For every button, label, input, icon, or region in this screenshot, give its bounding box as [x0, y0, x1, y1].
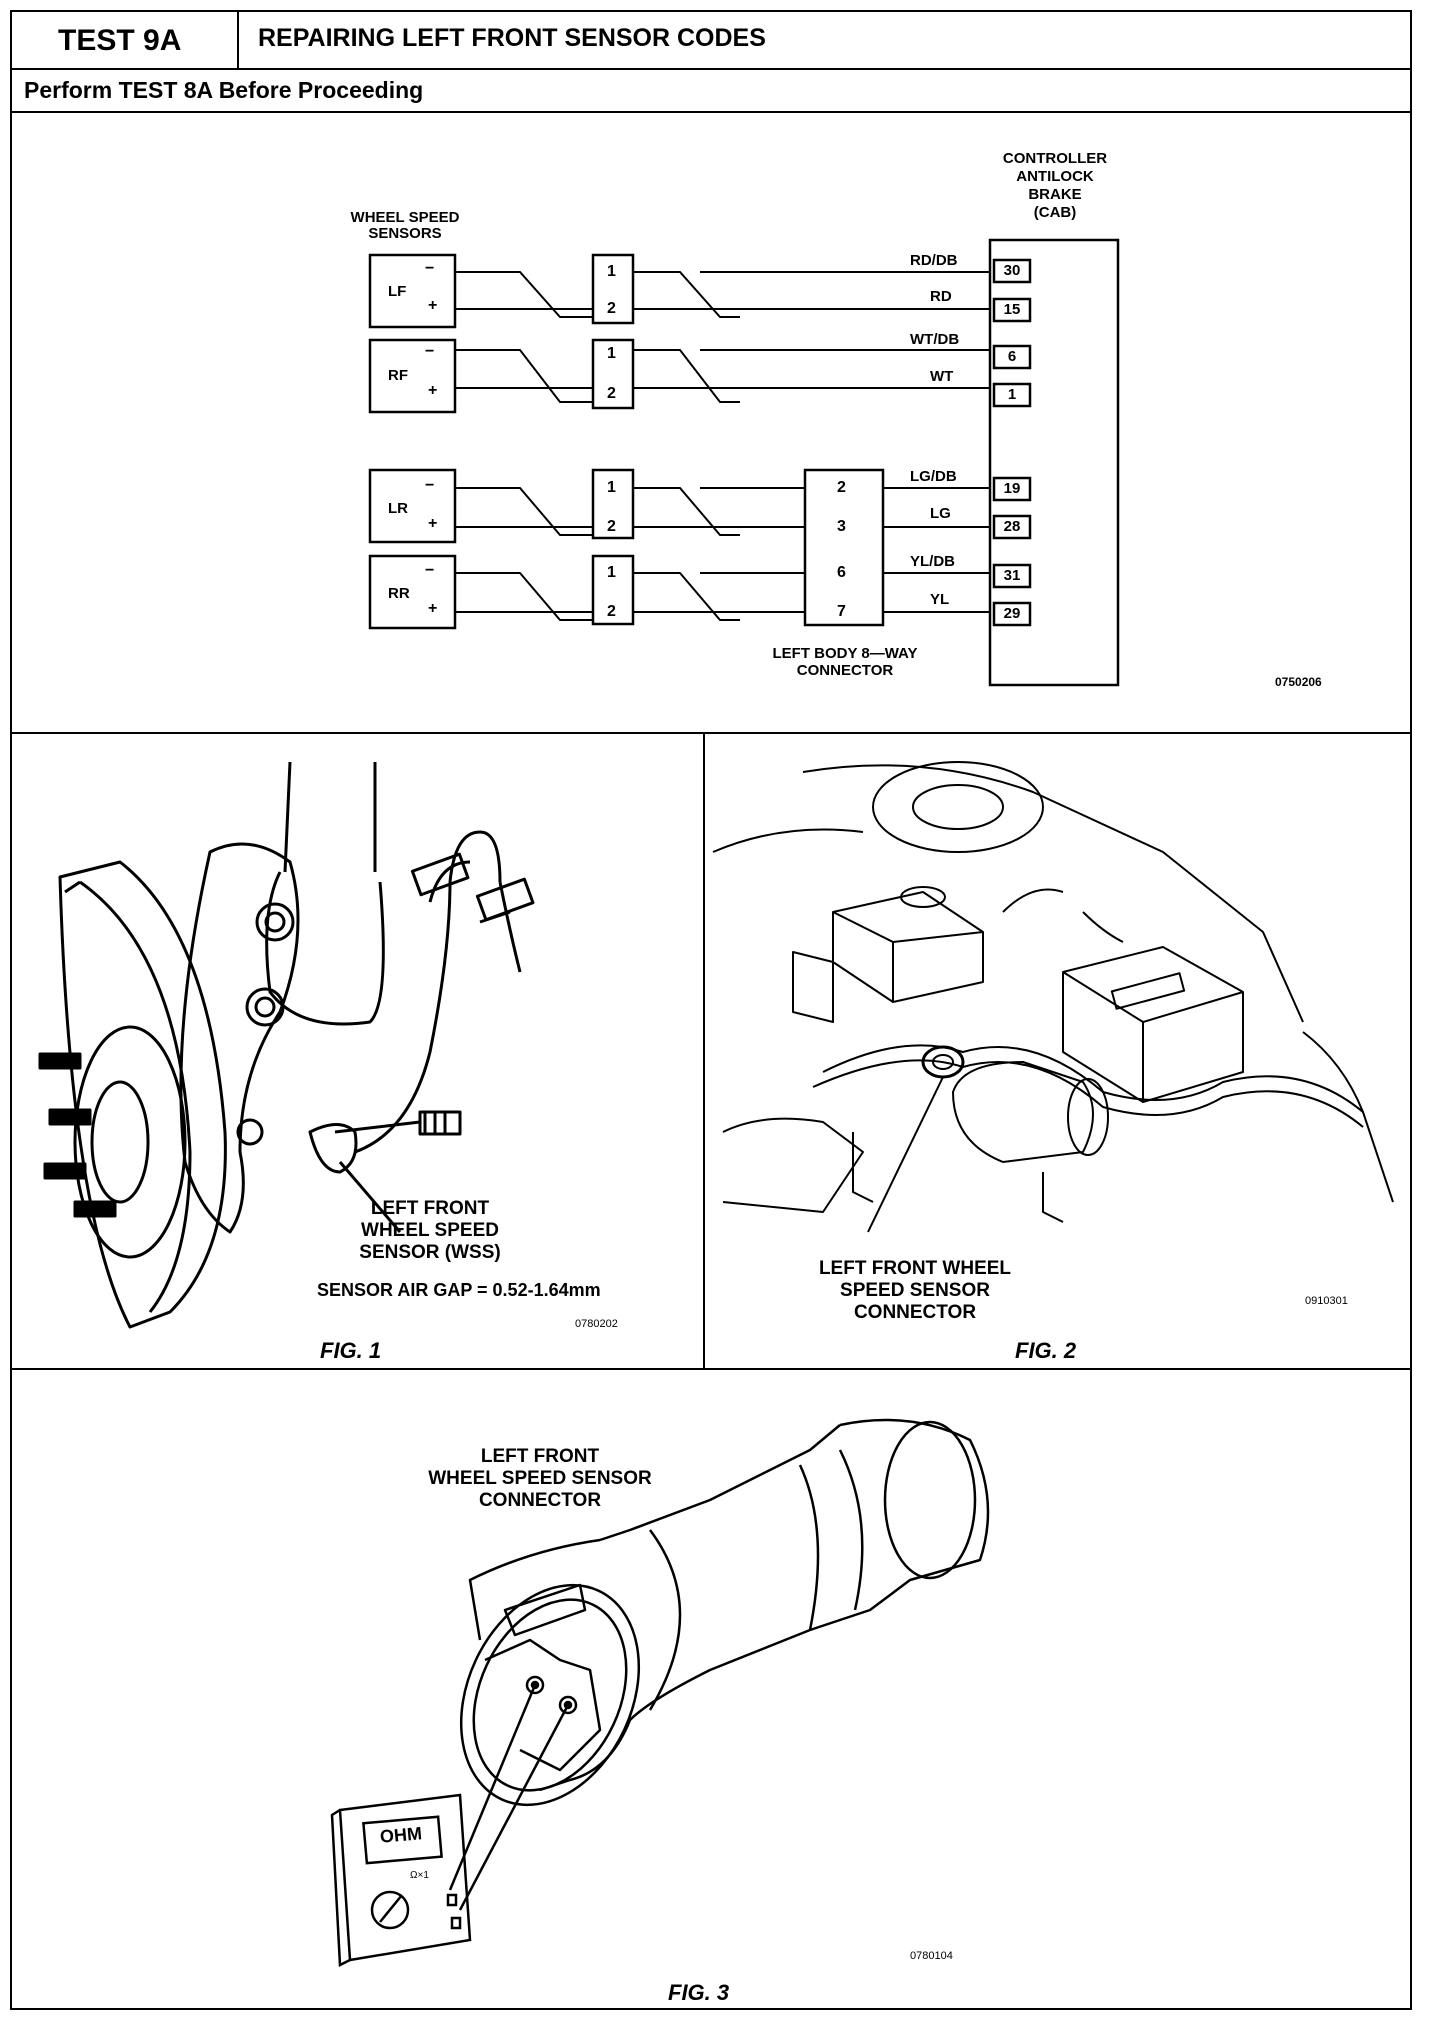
wire-color: YL — [930, 591, 950, 608]
wire-color: WT — [930, 368, 954, 385]
sensor-rr-plus: + — [428, 600, 438, 617]
connector-illustration — [330, 1418, 990, 1967]
wire-color: RD — [930, 288, 952, 305]
fig3-callout: LEFT FRONT WHEEL SPEED SENSOR CONNECTOR — [428, 1446, 652, 1511]
sensor-lf-name: LF — [388, 283, 407, 300]
body-connector-label: LEFT BODY 8—WAY CONNECTOR — [772, 645, 918, 679]
inline-pin: 1 — [607, 345, 616, 362]
cab-pin: 19 — [1003, 480, 1021, 497]
body-pin: 3 — [837, 518, 846, 535]
meter-display: OHM — [379, 1823, 423, 1847]
cab-module-box — [988, 238, 1120, 687]
body-8way-connector — [803, 468, 885, 627]
page-subtitle: Perform TEST 8A Before Proceeding — [24, 77, 424, 103]
inline-pin: 2 — [607, 603, 616, 620]
inline-connector-lf — [591, 253, 635, 325]
cab-pin: 15 — [1003, 301, 1021, 318]
engine-bay-illustration — [712, 761, 1394, 1233]
inline-pin: 2 — [607, 300, 616, 317]
wire-color: LG — [930, 505, 951, 522]
wheel-hub-illustration — [38, 761, 535, 1329]
fig2-code: 0910301 — [1305, 1295, 1348, 1307]
cab-pin: 28 — [1003, 518, 1021, 535]
inline-pin: 1 — [607, 479, 616, 496]
sensor-box-rr — [368, 554, 457, 630]
sensor-rf-minus: − — [425, 343, 435, 360]
sensor-rf-name: RF — [388, 367, 408, 384]
sensor-lr-name: LR — [388, 500, 408, 517]
sensor-lr-plus: + — [428, 515, 438, 532]
wire-color: RD/DB — [910, 252, 958, 269]
inline-connector-rf — [591, 338, 635, 410]
sensor-rf-plus: + — [428, 382, 438, 399]
sensor-rr-minus: − — [425, 562, 435, 579]
sensor-lf-plus: + — [428, 297, 438, 314]
sensor-rr-name: RR — [388, 585, 410, 602]
fig2-callout: LEFT FRONT WHEEL SPEED SENSOR CONNECTOR — [818, 1258, 1012, 1323]
sensor-lr-minus: − — [425, 477, 435, 494]
fig1-air-gap: SENSOR AIR GAP = 0.52-1.64mm — [317, 1280, 601, 1300]
inline-pin: 2 — [607, 518, 616, 535]
body-pin: 7 — [837, 603, 846, 620]
inline-pin: 2 — [607, 385, 616, 402]
fig1-code: 0780202 — [575, 1318, 618, 1330]
sensor-box-lr — [368, 468, 457, 544]
wiring-figure-code: 0750206 — [1275, 675, 1322, 689]
sensors-label: WHEEL SPEED SENSORS — [350, 209, 460, 242]
fig2-caption: FIG. 2 — [1015, 1338, 1077, 1363]
inline-pin: 1 — [607, 263, 616, 280]
cab-pin: 30 — [1003, 262, 1021, 279]
fig2-section — [703, 732, 1412, 1370]
sensor-box-lf — [368, 253, 457, 329]
cab-pin: 31 — [1003, 567, 1021, 584]
inline-pin: 1 — [607, 564, 616, 581]
fig3-caption: FIG. 3 — [668, 1980, 730, 2005]
inline-connector-rr — [591, 554, 635, 626]
fig1-callout: LEFT FRONT WHEEL SPEED SENSOR (WSS) — [359, 1198, 501, 1263]
inline-connector-lr — [591, 468, 635, 540]
wire-color: WT/DB — [910, 331, 960, 348]
meter-range: Ω×1 — [410, 1870, 429, 1881]
fig3-code: 0780104 — [910, 1950, 953, 1962]
ohm-meter-icon — [330, 1793, 472, 1967]
body-pin: 6 — [837, 564, 846, 581]
wire-color: LG/DB — [910, 468, 957, 485]
wire-color: YL/DB — [910, 553, 955, 570]
fig1-caption: FIG. 1 — [320, 1338, 382, 1363]
cab-pin: 29 — [1003, 605, 1021, 622]
cab-pin: 6 — [1007, 348, 1017, 365]
cab-label: CONTROLLER ANTILOCK BRAKE (CAB) — [1002, 150, 1108, 221]
page-title: REPAIRING LEFT FRONT SENSOR CODES — [258, 24, 766, 52]
sensor-box-rf — [368, 338, 457, 414]
body-pin: 2 — [837, 479, 846, 496]
test-id: TEST 9A — [58, 24, 182, 57]
cab-pin: 1 — [1007, 386, 1017, 403]
sensor-lf-minus: − — [425, 260, 435, 277]
wiring-diagram — [368, 238, 1120, 687]
